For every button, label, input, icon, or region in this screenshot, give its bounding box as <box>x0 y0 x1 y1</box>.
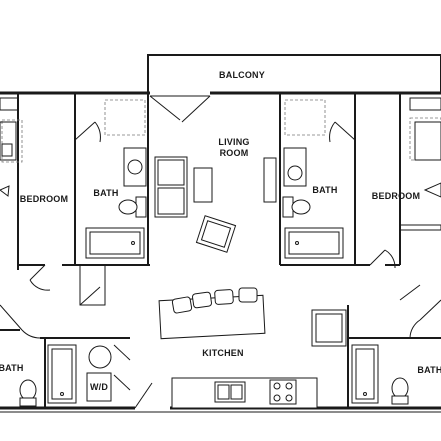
balcony-label: BALCONY <box>219 70 265 80</box>
living-room-label-line2: ROOM <box>220 148 249 158</box>
bottom-left-bath <box>0 304 131 408</box>
bottom-right-bath <box>348 299 441 405</box>
left-bedroom <box>0 93 101 291</box>
right-bath <box>279 93 356 266</box>
kitchen-label: KITCHEN <box>202 348 243 358</box>
living-room <box>149 95 277 253</box>
bath-bottom-left-label: BATH <box>0 363 24 373</box>
bedroom-left-label: BEDROOM <box>20 194 68 204</box>
bath-left-label: BATH <box>93 188 118 198</box>
bath-bottom-right-label: BATH <box>417 365 441 375</box>
living-room-label-line1: LIVING <box>218 137 249 147</box>
bath-right-label: BATH <box>312 185 337 195</box>
right-bedroom <box>355 93 441 301</box>
kitchen <box>134 287 349 409</box>
washer-dryer-label: W/D <box>90 382 108 392</box>
left-bath <box>75 93 150 306</box>
bedroom-right-label: BEDROOM <box>372 191 420 201</box>
